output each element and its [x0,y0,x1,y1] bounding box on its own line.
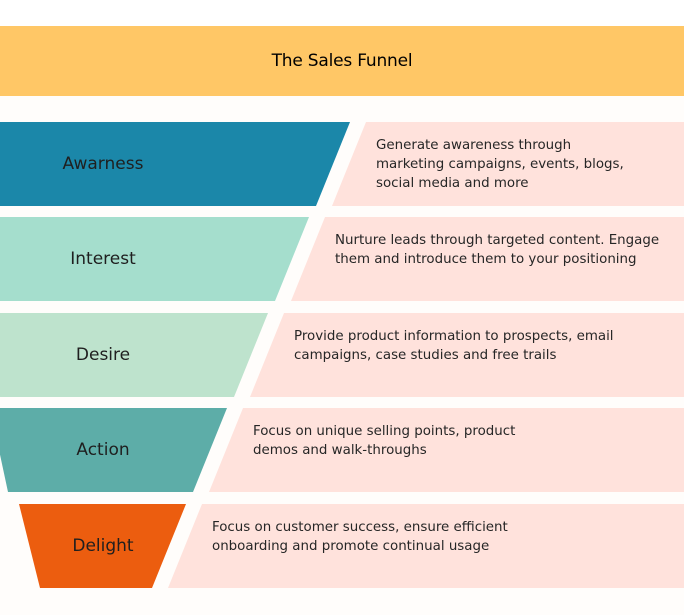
diagram-title: The Sales Funnel [271,51,413,71]
title-bar: The Sales Funnel [0,26,684,96]
stage-label-interest: Interest [70,249,136,269]
stage-description-delight: Focus on customer success, ensure effici… [212,520,508,554]
funnel-segment-action [0,408,227,492]
funnel-segment-delight [19,504,186,588]
description-panel-interest [291,217,684,301]
stage-description-awarness: Generate awareness through marketing cam… [376,138,624,191]
description-panel-desire [250,313,684,397]
stage-label-action: Action [76,440,130,460]
description-panel-action [209,408,684,492]
stage-description-interest: Nurture leads through targeted content. … [335,233,660,267]
funnel-segment-desire [0,313,268,397]
stage-label-awarness: Awarness [62,154,144,174]
stage-description-action: Focus on unique selling points, product … [253,424,516,458]
stage-description-desire: Provide product information to prospects… [294,329,614,363]
stage-label-desire: Desire [75,345,131,365]
description-panel-delight [168,504,684,588]
funnel-segment-interest [0,217,309,301]
stage-label-delight: Delight [72,536,134,556]
funnel-segment-awarness [0,122,350,206]
description-panel-awarness [332,122,684,206]
